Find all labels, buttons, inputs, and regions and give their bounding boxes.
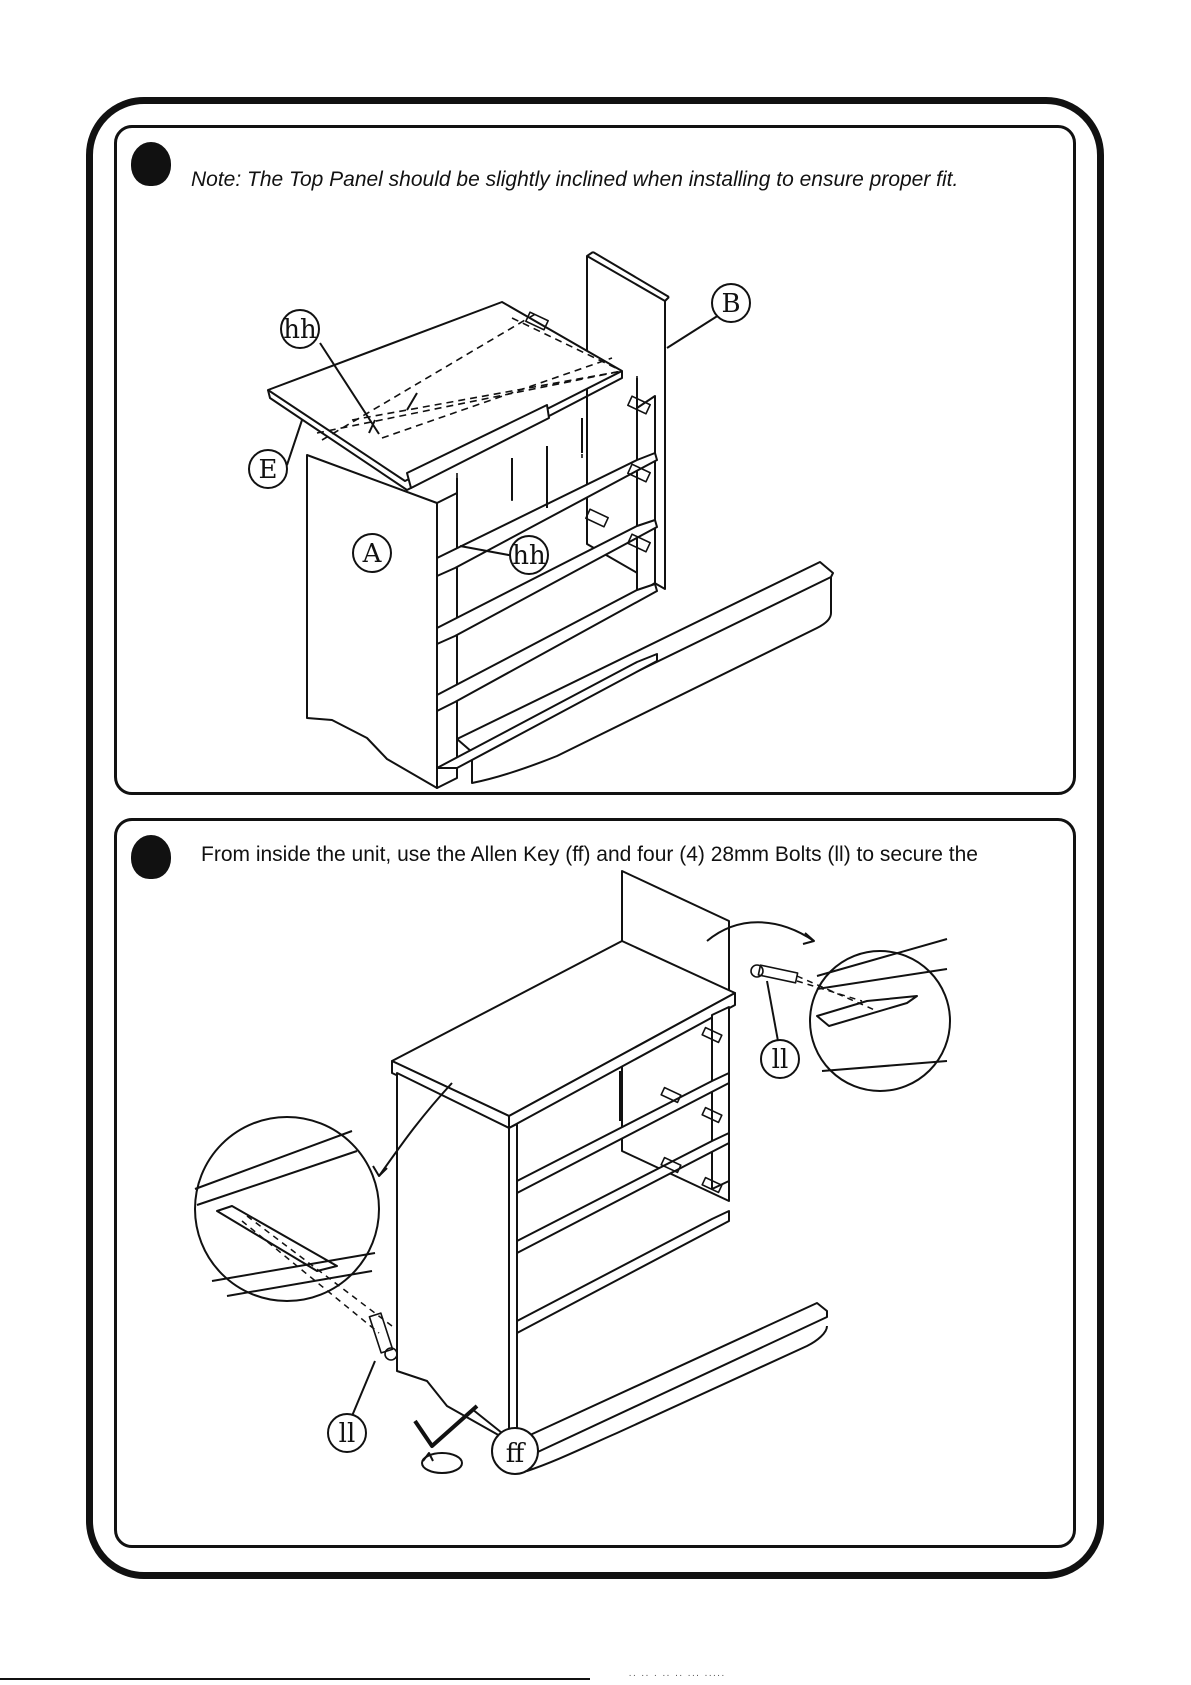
callout-ll-left: ll <box>339 1419 356 1449</box>
callout-a: A <box>362 539 383 569</box>
callout-ll-right: ll <box>772 1045 789 1075</box>
callout-e: E <box>259 455 278 485</box>
footer-rule <box>0 1678 590 1680</box>
callout-hh: hh <box>283 315 317 345</box>
step-panel-2: From inside the unit, use the Allen Key … <box>114 818 1076 1548</box>
step-panel-1: Note: The Top Panel should be slightly i… <box>114 125 1076 795</box>
callout-hh-lower: hh <box>512 541 546 571</box>
assembly-diagram-bolts: ll ll ff <box>117 821 1079 1551</box>
callout-b: B <box>721 289 740 319</box>
assembly-diagram-top-panel: hh B E A hh <box>117 128 1079 798</box>
footer-code: ·· ·· · ·· ·· ··· ····· <box>628 1672 725 1680</box>
callout-ff: ff <box>506 1439 527 1469</box>
